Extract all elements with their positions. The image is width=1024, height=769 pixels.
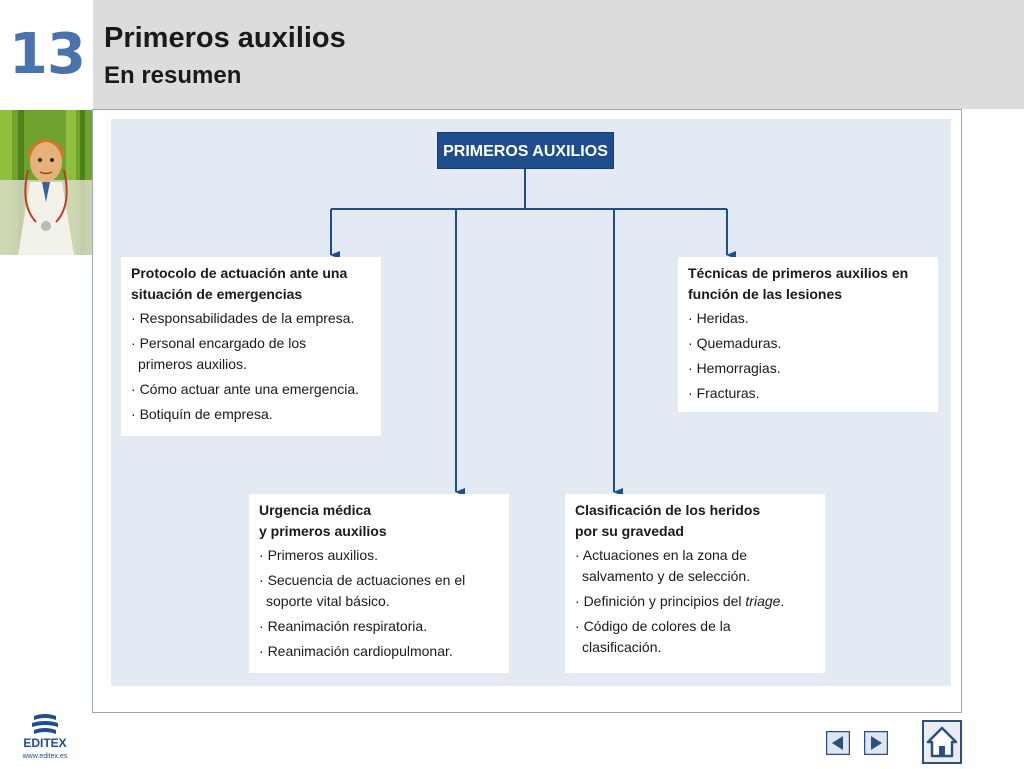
page-title: Primeros auxilios [104, 22, 346, 54]
doctor-illustration [0, 110, 93, 255]
box-clasificacion-title-line-2: por su gravedad [575, 523, 684, 539]
logo-mark-top [34, 714, 56, 720]
box-urgencia-title: Urgencia médica y primeros auxilios [259, 500, 499, 542]
list-item: Secuencia de actuaciones en el soporte v… [259, 570, 491, 612]
box-protocolo: Protocolo de actuación ante una situació… [121, 257, 381, 436]
list-item: Primeros auxilios. [259, 545, 499, 566]
box-clasificacion-title: Clasificación de los heridos por su grav… [575, 500, 815, 542]
box-protocolo-title: Protocolo de actuación ante una situació… [131, 263, 371, 305]
home-icon [922, 720, 962, 764]
chapter-number: 13 [9, 22, 86, 87]
list-item: Heridas. [688, 308, 928, 329]
triage-term: triage [745, 593, 781, 609]
box-protocolo-list: Responsabilidades de la empresa. Persona… [131, 308, 371, 425]
list-item: Personal encargado de los primeros auxil… [131, 333, 338, 375]
box-tecnicas: Técnicas de primeros auxilios en función… [678, 257, 938, 412]
root-node: PRIMEROS AUXILIOS [437, 132, 614, 169]
editex-logo[interactable]: EDITEX www.editex.es [14, 712, 76, 762]
box-tecnicas-title-line-1: Técnicas de primeros auxilios en [688, 265, 909, 281]
list-item: Hemorragias. [688, 358, 928, 379]
triangle-left-icon [825, 730, 851, 756]
box-tecnicas-title: Técnicas de primeros auxilios en función… [688, 263, 928, 305]
list-item: Actuaciones en la zona de salvamento y d… [575, 545, 782, 587]
box-tecnicas-list: Heridas. Quemaduras. Hemorragias. Fractu… [688, 308, 928, 404]
list-item: Quemaduras. [688, 333, 928, 354]
page-subtitle: En resumen [104, 62, 242, 89]
box-protocolo-title-line-2: situación de emergencias [131, 286, 303, 302]
box-urgencia-title-line-1: Urgencia médica [259, 502, 372, 518]
home-button[interactable] [922, 720, 962, 764]
header-band [93, 0, 1024, 109]
box-protocolo-title-line-1: Protocolo de actuación ante una [131, 265, 348, 281]
box-tecnicas-title-line-2: función de las lesiones [688, 286, 843, 302]
list-item: Código de colores de la clasificación. [575, 616, 762, 658]
box-urgencia-list: Primeros auxilios. Secuencia de actuacio… [259, 545, 499, 662]
list-item: Responsabilidades de la empresa. [131, 308, 371, 329]
box-urgencia: Urgencia médica y primeros auxilios Prim… [249, 494, 509, 673]
logo-mark-middle [32, 721, 58, 727]
next-button[interactable] [863, 730, 889, 756]
list-item: Reanimación respiratoria. [259, 616, 499, 637]
list-item: Cómo actuar ante una emergencia. [131, 379, 371, 400]
box-clasificacion: Clasificación de los heridos por su grav… [565, 494, 825, 673]
logo-url: www.editex.es [22, 753, 68, 760]
list-item: Botiquín de empresa. [131, 404, 371, 425]
logo-mark-bottom [34, 728, 56, 734]
previous-button[interactable] [825, 730, 851, 756]
list-item: Reanimación cardiopulmonar. [259, 641, 499, 662]
list-item: Fracturas. [688, 383, 928, 404]
box-urgencia-title-line-2: y primeros auxilios [259, 523, 387, 539]
list-item: Definición y principios del triage. [575, 591, 815, 612]
logo-text: EDITEX [23, 736, 66, 750]
box-clasificacion-list: Actuaciones en la zona de salvamento y d… [575, 545, 815, 658]
triangle-right-icon [863, 730, 889, 756]
box-clasificacion-title-line-1: Clasificación de los heridos [575, 502, 761, 518]
